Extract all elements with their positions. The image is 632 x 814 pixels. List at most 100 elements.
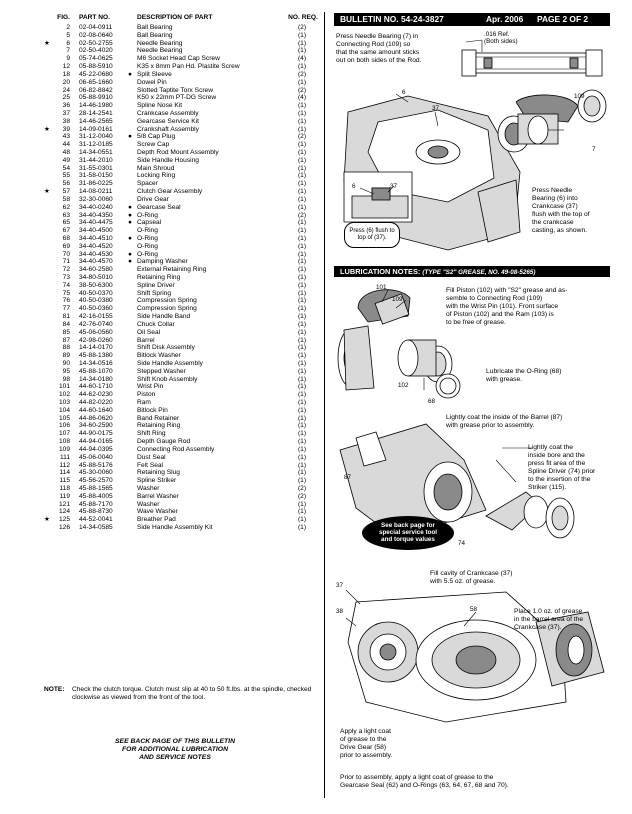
parts-row-part-no: 02-08-0640: [79, 31, 113, 39]
parts-row-qty: (1): [297, 109, 307, 117]
parts-row-description: Gearcase Seal: [137, 203, 181, 211]
parts-row-fig: 43: [62, 133, 70, 141]
note-line: Drive Gear (58): [340, 744, 387, 752]
parts-row-description: Ball Bearing: [137, 24, 173, 31]
parts-row-description: Damping Washer: [137, 258, 188, 266]
parts-row-qty: (1): [297, 336, 307, 344]
bulletin-page: PAGE 2 OF 2: [537, 14, 589, 24]
parts-row-bullet: ●: [128, 219, 132, 227]
parts-row-fig: 111: [59, 453, 70, 461]
flush-line: Press (6) flush to: [349, 228, 395, 234]
parts-row-qty: (1): [297, 195, 307, 203]
rod-ref-line: .016 Ref.: [484, 31, 510, 38]
parts-row-qty: (1): [297, 524, 307, 531]
parts-row-fig: 88: [62, 344, 70, 352]
callout-68: 68: [428, 398, 436, 405]
parts-row-qty: (2): [297, 86, 307, 94]
parts-row-description: Shift Knob Assembly: [137, 375, 198, 383]
parts-row-fig: 114: [59, 469, 70, 477]
parts-row-qty: (4): [297, 94, 307, 102]
parts-row-qty: (1): [297, 422, 307, 430]
parts-row-bullet: ●: [128, 211, 132, 219]
parts-row-qty: (1): [297, 500, 307, 508]
parts-list: FIG. PART NO. DESCRIPTION OF PART NO. RE…: [44, 13, 326, 532]
parts-row-qty: (1): [297, 180, 307, 188]
callout-6-inset: 6: [352, 183, 356, 190]
parts-row-description: Ball Bearing: [137, 31, 173, 39]
bulletin-number: BULLETIN NO. 54-24-3827: [340, 14, 444, 24]
parts-row-part-no: 14-46-2565: [79, 117, 113, 125]
note-line: Lightly coat the: [528, 444, 573, 451]
parts-row-fig: 121: [58, 500, 70, 508]
parts-row-description: O-Ring: [137, 250, 158, 258]
parts-row-part-no: 45-88-1070: [79, 367, 113, 375]
note-line: Fill Piston (102) with "S2" grease and a…: [446, 287, 568, 294]
parts-row-fig: 105: [58, 414, 70, 422]
parts-row-fig: 119: [59, 492, 70, 500]
note-line: Crankcase (37): [532, 203, 578, 211]
parts-row-fig: 7: [66, 47, 70, 55]
parts-row-qty: (2): [297, 211, 307, 219]
parts-row-qty: (1): [297, 63, 307, 71]
parts-row-part-no: 02-04-0911: [79, 24, 113, 31]
callout-74: 74: [458, 540, 466, 547]
parts-row-fig: 69: [62, 242, 70, 250]
parts-row-fig: 126: [58, 524, 70, 531]
parts-row-fig: 12: [62, 63, 70, 71]
parts-row-description: Compression Spring: [137, 297, 197, 305]
bearing-note: Press Needle Bearing (7) in Connecting R…: [336, 33, 476, 65]
rod-ref-line: (Both sides): [484, 38, 518, 45]
callout-109b: 109: [392, 296, 403, 303]
parts-row-part-no: 42-76-0740: [79, 320, 113, 328]
parts-row-part-no: 31-86-0225: [79, 180, 113, 188]
note-line: Spline Driver (74) prior: [528, 468, 596, 476]
flush-instruction-box: Press (6) flush to top of (37).: [344, 222, 400, 248]
bulletin-date: Apr. 2006: [486, 14, 524, 24]
special-line: and torque values: [381, 536, 435, 544]
parts-row-qty: (2): [297, 484, 307, 492]
gearcase-diagram: [345, 589, 605, 723]
parts-row-part-no: 14-34-0516: [79, 359, 113, 367]
parts-row-qty: (1): [297, 31, 307, 39]
crankcase-bearing-diagram: [343, 89, 607, 251]
parts-row-description: Wave Washer: [137, 508, 178, 516]
parts-row-qty: (1): [297, 344, 307, 352]
parts-row-qty: (2): [297, 492, 307, 500]
parts-row-fig: 95: [62, 367, 70, 375]
parts-row-part-no: 34-40-4350: [79, 211, 113, 219]
parts-row-description: Side Handle Assembly Kit: [137, 524, 213, 531]
parts-row-part-no: 45-88-1565: [79, 484, 113, 492]
parts-row-part-no: 45-88-4005: [79, 492, 113, 500]
parts-row-description: Washer: [137, 500, 160, 508]
parts-row-description: Dowel Pin: [137, 78, 167, 86]
parts-row-description: K50 x 22mm PT-DG Screw: [137, 94, 217, 102]
note-line: of Piston (102) and the Ram (103) is: [446, 311, 554, 319]
header-description: DESCRIPTION OF PART: [137, 14, 213, 21]
parts-row-fig: 49: [62, 156, 70, 164]
parts-row-description: 5/8 Cap Plug: [137, 133, 176, 141]
parts-row-description: Side Handle Band: [137, 313, 191, 321]
parts-row-description: Screw Cap: [137, 141, 170, 149]
parts-row-part-no: 34-40-0240: [79, 203, 113, 211]
flush-line: top of (37).: [357, 235, 387, 241]
crankcase-bearing-note: Press Needle Bearing (6) into Crankcase …: [532, 187, 612, 236]
parts-row-part-no: 42-98-0260: [79, 336, 113, 344]
special-line: special service tool: [378, 529, 438, 537]
parts-row-part-no: 05-74-0625: [79, 55, 113, 63]
parts-row-qty: (1): [297, 469, 307, 477]
parts-row-part-no: 14-08-0211: [79, 188, 113, 196]
note-line: Lubricate the O-Ring (68): [486, 368, 562, 375]
note-line: with 5.5 oz. of grease.: [430, 578, 496, 586]
parts-row-star: ★: [44, 188, 50, 196]
